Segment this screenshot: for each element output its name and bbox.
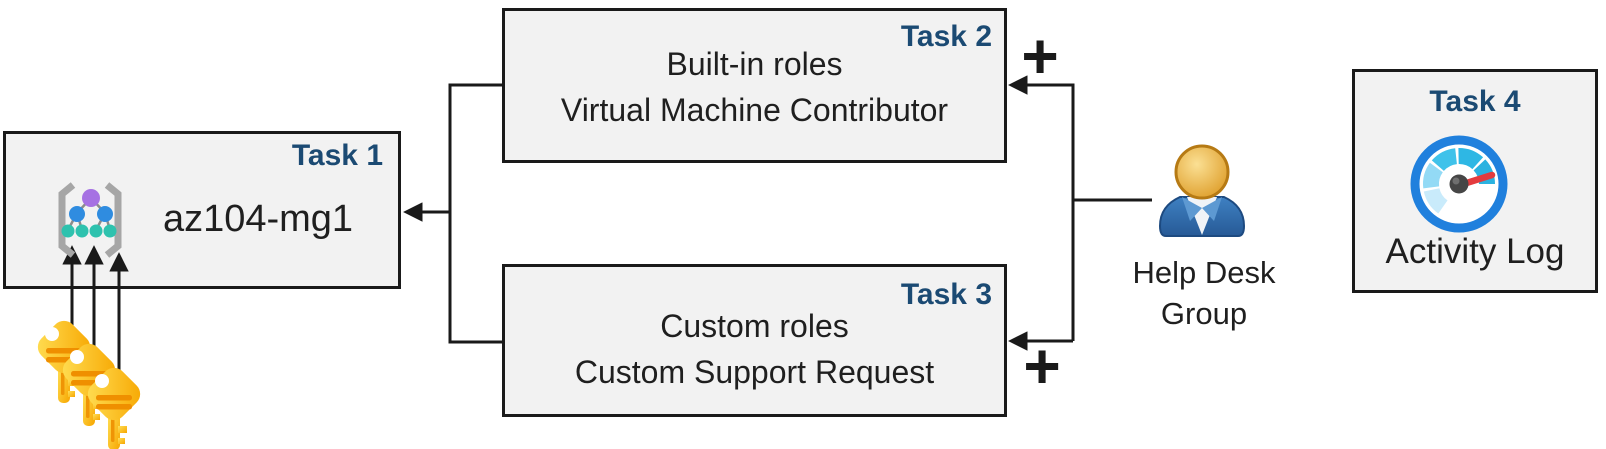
task2-box: Task 2 Built-in roles Virtual Machine Co… [502,8,1007,163]
activity-log-gauge-icon [1410,135,1508,233]
task3-box: Task 3 Custom roles Custom Support Reque… [502,264,1007,417]
task3-badge: Task 3 [900,278,992,311]
task4-box: Task 4 Activity Log [1352,69,1598,293]
plus-sign-task2: + [1021,20,1059,92]
task2-line1: Built-in roles [666,46,843,82]
task3-text: Custom roles Custom Support Request [505,303,1004,395]
task2-line2: Virtual Machine Contributor [560,92,949,128]
task3-line1: Custom roles [660,308,849,344]
task4-badge: Task 4 [1429,85,1521,118]
task1-label: az104-mg1 [162,198,354,240]
user-person-icon [1158,144,1246,237]
task4-label: Activity Log [1385,232,1565,271]
task2-text: Built-in roles Virtual Machine Contribut… [505,41,1004,133]
helpdesk-group-label: Help Desk Group [1132,255,1276,331]
task2-badge: Task 2 [900,20,992,53]
gold-keys-icon [32,315,146,449]
management-group-icon [58,182,122,258]
task3-line2: Custom Support Request [574,354,935,390]
plus-sign-task3: + [1023,330,1061,402]
task1-badge: Task 1 [291,139,383,172]
